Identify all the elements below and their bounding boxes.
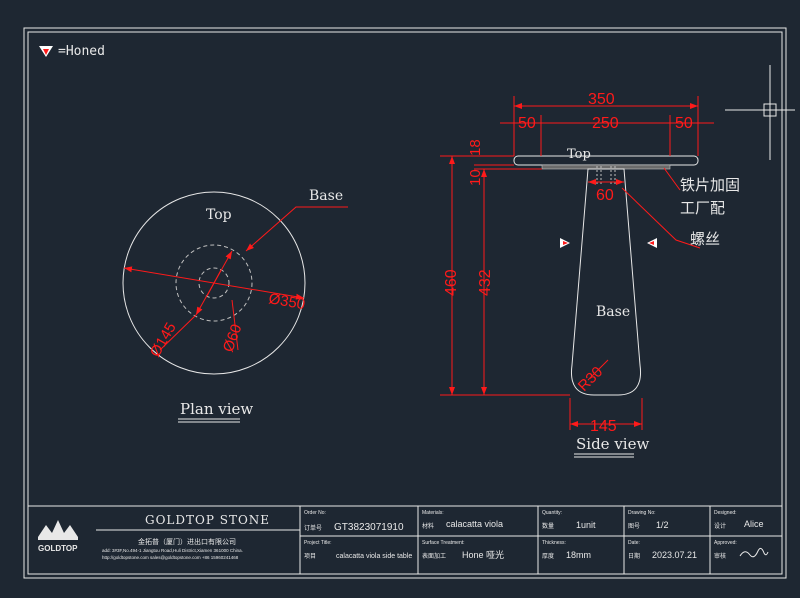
dim-145: 145: [590, 418, 617, 435]
order-no-label-en: Order No:: [304, 510, 326, 516]
dim-60: 60: [596, 187, 614, 204]
side-view: Top Base 350 50 250 50 460 432 18 10 60: [440, 91, 740, 458]
company-address: add: 3#3F,No.494-1 Jiangtou Road,Huli Di…: [102, 548, 243, 553]
dim-10: 10: [467, 169, 484, 186]
quantity-label-en: Quantity:: [542, 510, 562, 516]
designer-value: Alice: [744, 519, 764, 529]
approval-signature: [739, 547, 769, 558]
order-no-value: GT3823071910: [334, 522, 404, 533]
surface-value: Hone 哑光: [462, 549, 504, 560]
dim-line-inner: [206, 269, 222, 297]
dim-r30: R30: [575, 363, 606, 394]
plan-view: Top Base Ø350 Ø145 Ø60 Plan view: [122, 188, 348, 423]
thickness-label-cn: 厚度: [542, 552, 554, 560]
dim-250: 250: [592, 115, 619, 132]
plan-outer-circle: [122, 191, 306, 375]
company-cn: 金拓普（厦门）进出口有限公司: [138, 537, 236, 546]
legend: =Honed: [39, 44, 105, 59]
logo-text: GOLDTOP: [38, 544, 78, 553]
note-factory: 工厂配: [680, 199, 725, 217]
company-contact: http://goldtopstone.com sales@goldtopsto…: [102, 555, 239, 560]
surface-label-cn: 表面加工: [422, 552, 446, 560]
date-label-cn: 日期: [628, 552, 640, 560]
goldtop-logo: GOLDTOP: [38, 520, 78, 553]
date-value: 2023.07.21: [652, 550, 697, 560]
thickness-label-en: Thickness:: [542, 540, 566, 546]
quantity-value: 1unit: [576, 520, 596, 530]
drawing-label-en: Drawing No:: [628, 510, 656, 516]
materials-value: calacatta viola: [446, 519, 503, 529]
side-base-pedestal: [570, 168, 642, 396]
materials-label-en: Materials:: [422, 510, 444, 516]
legend-text: =Honed: [58, 44, 105, 59]
drawing-label-cn: 图号: [628, 523, 640, 530]
plan-label-top: Top: [206, 207, 232, 223]
note-screw: 螺丝: [690, 230, 720, 248]
project-value: calacatta viola side table: [336, 553, 412, 560]
order-no-label-cn: 订单号: [304, 524, 322, 532]
dim-350: 350: [588, 91, 615, 108]
crosshair-cursor-icon: [725, 65, 795, 160]
drawing-value: 1/2: [656, 520, 669, 530]
designed-label-cn: 设计: [714, 522, 726, 530]
designed-label-en: Designed:: [714, 510, 737, 516]
side-label-top: Top: [567, 147, 591, 162]
title-block: GOLDTOP GOLDTOP STONE 金拓普（厦门）进出口有限公司 add…: [27, 505, 783, 575]
sheet-border-outer: [23, 27, 787, 579]
iron-plate: [541, 164, 671, 170]
materials-label-cn: 材料: [422, 522, 434, 530]
project-label-en: Project Title:: [304, 540, 332, 546]
note-iron-plate: 铁片加固: [680, 176, 740, 194]
dim-50-right: 50: [675, 115, 693, 132]
dim-432: 432: [477, 269, 494, 296]
quantity-label-cn: 数量: [542, 522, 554, 530]
dim-50-left: 50: [518, 115, 536, 132]
dim-18: 18: [467, 139, 484, 156]
plan-dim-mid: Ø145: [147, 320, 180, 360]
thickness-value: 18mm: [566, 550, 591, 560]
side-top-slab: [513, 155, 699, 166]
dim-460: 460: [443, 269, 460, 296]
plan-label-base: Base: [309, 188, 343, 204]
side-view-title: Side view: [576, 435, 649, 453]
plan-dim-inner: Ø60: [220, 322, 246, 354]
base-leader: [245, 206, 348, 252]
date-label-en: Date:: [628, 540, 640, 546]
project-label-cn: 项目: [304, 553, 316, 560]
company-name: GOLDTOP STONE: [145, 513, 270, 527]
sheet-border-inner: [27, 31, 783, 575]
plan-view-title: Plan view: [180, 400, 253, 418]
side-label-base: Base: [596, 304, 630, 320]
surface-label-en: Surface Treatment:: [422, 540, 465, 546]
plan-dim-outer: Ø350: [267, 290, 306, 313]
approved-label-en: Approved:: [714, 540, 737, 546]
approved-label-cn: 审核: [714, 552, 726, 560]
